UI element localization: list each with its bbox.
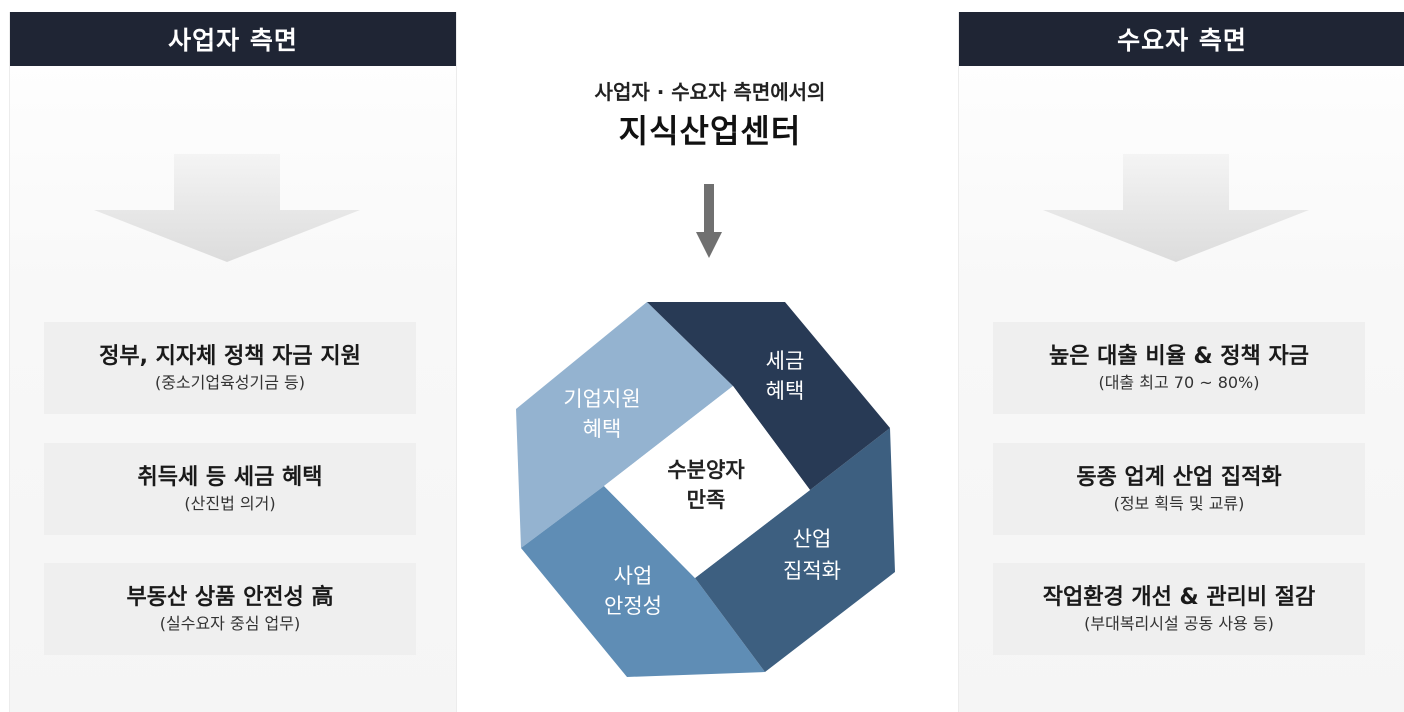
benefit-card-loan: 높은 대출 비율 & 정책 자금 (대출 최고 70 ~ 80%)	[993, 322, 1365, 414]
satisfaction-cycle-diagram: 기업지원 혜택 세금 혜택 산업 집적화 사업 안정성 수분양자 만족	[516, 302, 895, 677]
segment-label: 사업	[614, 564, 653, 588]
hub-label: 만족	[687, 488, 726, 512]
segment-label: 산업	[793, 527, 832, 551]
down-arrow-icon	[1043, 154, 1309, 262]
hub-label: 수분양자	[667, 458, 745, 482]
card-subtitle: (정보 획득 및 교류)	[1113, 494, 1245, 513]
business-side-header: 사업자 측면	[10, 12, 456, 66]
card-title: 높은 대출 비율 & 정책 자금	[1049, 344, 1309, 369]
benefit-card-policy-funding: 정부, 지자체 정책 자금 지원 (중소기업육성기금 등)	[44, 322, 416, 414]
demand-side-header: 수요자 측면	[959, 12, 1404, 66]
benefit-card-tax: 취득세 등 세금 혜택 (산진법 의거)	[44, 443, 416, 535]
card-title: 정부, 지자체 정책 자금 지원	[99, 344, 361, 369]
business-side-panel: 사업자 측면 정부, 지자체 정책 자금 지원 (중소기업육성기금 등) 취득세…	[9, 12, 457, 712]
segment-corporate-support	[516, 302, 733, 548]
card-subtitle: (중소기업육성기금 등)	[154, 373, 306, 392]
down-arrow-icon	[696, 184, 722, 258]
center-subtitle: 사업자 · 수요자 측면에서의	[594, 80, 826, 104]
segment-label: 기업지원	[563, 387, 640, 411]
segment-label: 혜택	[766, 379, 805, 403]
card-title: 부동산 상품 안전성 高	[126, 585, 334, 610]
demand-side-panel: 수요자 측면 높은 대출 비율 & 정책 자금 (대출 최고 70 ~ 80%)…	[958, 12, 1404, 712]
card-subtitle: (부대복리시설 공동 사용 등)	[1084, 614, 1274, 633]
segment-label: 혜택	[583, 417, 622, 441]
benefit-card-cluster: 동종 업계 산업 집적화 (정보 획득 및 교류)	[993, 443, 1365, 535]
segment-industrial-cluster	[695, 428, 895, 672]
segment-label: 집적화	[783, 559, 841, 583]
segment-tax-benefit	[647, 302, 890, 490]
down-arrow-icon	[94, 154, 360, 262]
segment-label: 세금	[766, 349, 805, 373]
card-subtitle: (산진법 의거)	[184, 494, 276, 513]
center-title: 지식산업센터	[618, 112, 802, 150]
segment-label: 안정성	[604, 594, 662, 618]
card-title: 취득세 등 세금 혜택	[137, 465, 323, 490]
benefit-card-stability: 부동산 상품 안전성 高 (실수요자 중심 업무)	[44, 563, 416, 655]
card-subtitle: (대출 최고 70 ~ 80%)	[1098, 373, 1260, 392]
card-subtitle: (실수요자 중심 업무)	[159, 614, 301, 633]
card-title: 작업환경 개선 & 관리비 절감	[1042, 585, 1316, 610]
center-hub	[604, 386, 810, 578]
card-title: 동종 업계 산업 집적화	[1076, 465, 1282, 490]
benefit-card-environment: 작업환경 개선 & 관리비 절감 (부대복리시설 공동 사용 등)	[993, 563, 1365, 655]
segment-business-stability	[521, 486, 765, 677]
